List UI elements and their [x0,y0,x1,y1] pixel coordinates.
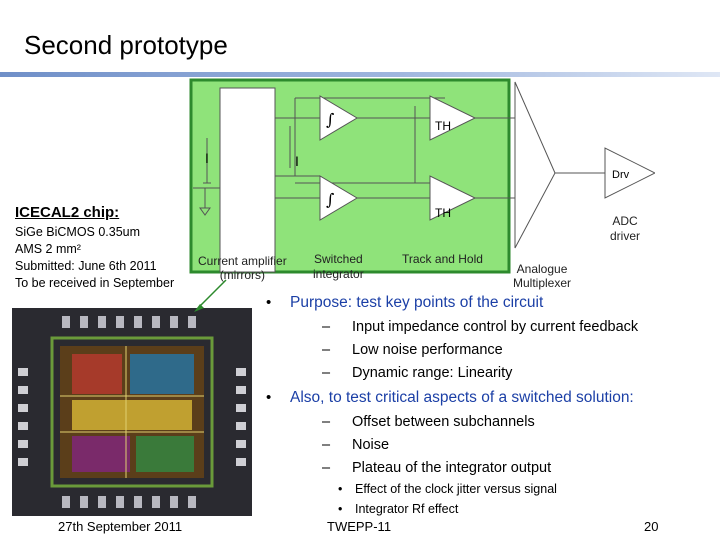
sub-dash: – [322,319,331,335]
current-amp-block [219,87,276,273]
label-track-hold: Track and Hold [402,252,483,266]
chip-heading: ICECAL2 chip: [15,204,120,221]
bullet-1-marker: • [266,294,272,311]
chip-spec-area: AMS 2 mm² [15,242,81,256]
integrator-bottom [319,175,358,221]
footer-date: 27th September 2011 [58,519,183,534]
bullet-2-marker: • [266,389,272,406]
sub-dash: – [322,342,331,358]
track-hold-top [429,95,477,141]
bullet-2-sub-3: Plateau of the integrator output [352,460,552,476]
adc-driver-text: ADC driver [610,214,641,243]
adc-driver-label: ADC driver [610,214,640,244]
callout-line [194,279,227,312]
current-label-right: I [295,153,299,169]
label-current-amplifier: Current amplifier (mirrors) [198,254,287,282]
bullet-1-text: Purpose: test key points of the circuit [290,294,544,311]
bullet-1-sub-2: Low noise performance [352,342,503,358]
chip-spec-submitted: Submitted: June 6th 2011 [15,259,157,273]
integrator-symbol-top: ∫ [326,110,334,129]
footer-page-number: 20 [644,519,659,534]
bullet-2-sub-2: Noise [352,437,390,453]
chip-spec-process: SiGe BiCMOS 0.35um [15,225,141,239]
bullet-1-sub-3: Dynamic range: Linearity [352,365,513,381]
bullet-2-subsub-2: Integrator Rf effect [355,502,459,516]
chip-spec-received: To be received in September [15,276,175,290]
block-diagram: I I ∫ ∫ TH TH Drv [189,78,655,274]
sub-dash: – [322,437,331,453]
chip-layout-image [12,308,252,516]
multiplexer-shape [514,81,556,249]
subsub-marker: • [338,482,343,496]
drv-label: Drv [612,169,630,181]
sub-dash: – [322,414,331,430]
bullet-2-sub-1: Offset between subchannels [352,414,535,430]
th-label-top: TH [435,119,451,133]
bullet-1-sub-1: Input impedance control by current feedb… [352,319,639,335]
subsub-marker: • [338,502,343,516]
title-rule [0,72,720,77]
footer-venue: TWEPP-11 [327,519,392,534]
driver-shape [604,147,655,199]
th-label-bottom: TH [435,206,451,220]
bullet-2-subsub-1: Effect of the clock jitter versus signal [355,482,557,496]
current-label-left: I [205,150,209,166]
track-hold-bottom [429,175,477,221]
label-switched-integrator: Switched integrator [313,252,364,281]
sub-dash: – [322,365,331,381]
sub-dash: – [322,460,331,476]
integrator-top [319,95,358,141]
integrator-symbol-bottom: ∫ [326,190,334,209]
label-analogue-mux: Analogue Multiplexer [513,262,572,290]
bullet-2-text: Also, to test critical aspects of a swit… [290,389,634,406]
slide-title: Second prototype [24,30,228,60]
